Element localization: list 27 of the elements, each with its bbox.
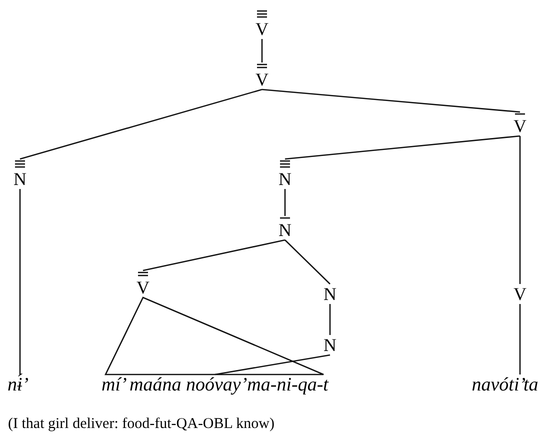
- branch-line: [284, 189, 286, 216]
- category-label: V: [514, 117, 526, 135]
- branch-line: [329, 304, 331, 335]
- branch-line: [262, 88, 520, 113]
- caption: (I that girl deliver: food-fut-QA-OBL know): [8, 415, 274, 434]
- branch-line: [19, 189, 21, 374]
- branch-line: [214, 354, 330, 376]
- category-label: N: [14, 170, 26, 188]
- branch-line: [284, 135, 520, 160]
- category-label: V: [256, 70, 268, 88]
- category-label: V: [256, 20, 268, 38]
- category-label: N: [324, 336, 336, 354]
- branch-line: [519, 304, 521, 374]
- triangle-branch: [104, 296, 324, 376]
- branch-line: [20, 88, 262, 160]
- category-label: V: [136, 278, 150, 296]
- branch-line: [261, 39, 263, 62]
- category-label: N: [324, 285, 336, 303]
- branch-line: [142, 239, 286, 272]
- branch-line: [519, 136, 521, 284]
- category-label: N: [278, 170, 292, 188]
- word-label: navóti’ta: [472, 376, 538, 394]
- word-label: nɨ́’: [7, 376, 29, 394]
- category-label: V: [514, 285, 526, 303]
- branch-line: [284, 240, 330, 284]
- word-label: mí’ maána noóvay’ma-ni-qa-t: [102, 376, 328, 394]
- category-label: N: [278, 221, 292, 239]
